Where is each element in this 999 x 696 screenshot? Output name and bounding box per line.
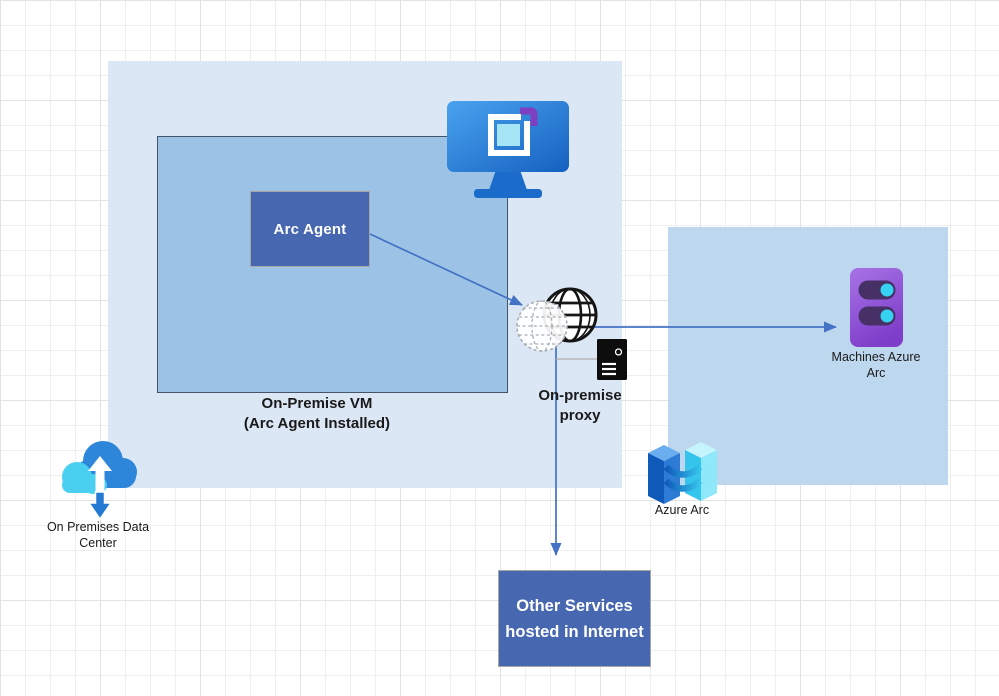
arc-agent-node: Arc Agent [250,191,370,267]
azure-arc-label-text: Azure Arc [654,503,710,517]
on-premise-vm-label-line2: (Arc Agent Installed) [243,414,391,432]
other-services-node: Other Services hosted in Internet [498,570,651,667]
arc-agent-label: Arc Agent [273,220,347,238]
azure-arc-label: Azure Arc [655,502,709,518]
on-premises-data-center-label-line1: On Premises Data [46,520,150,534]
on-premise-proxy-label-line2: proxy [559,406,601,424]
on-premises-data-center-label: On Premises Data Center [47,519,149,551]
on-premises-data-center-label-line2: Center [79,536,117,550]
on-premise-proxy-label-line1: On-premise [538,387,622,404]
other-services-label-line1: Other Services [516,596,633,615]
on-premise-vm-label-line1: On-Premise VM [261,395,373,412]
on-premise-proxy-label: On-premise proxy [538,386,621,425]
machines-azure-arc-label: Machines Azure Arc [832,349,921,381]
machines-azure-arc-label-line1: Machines Azure [831,350,921,364]
machines-azure-arc-label-line2: Arc [866,366,886,380]
on-premise-vm-label: On-Premise VM (Arc Agent Installed) [244,394,390,433]
other-services-label-line2: hosted in Internet [505,622,644,641]
